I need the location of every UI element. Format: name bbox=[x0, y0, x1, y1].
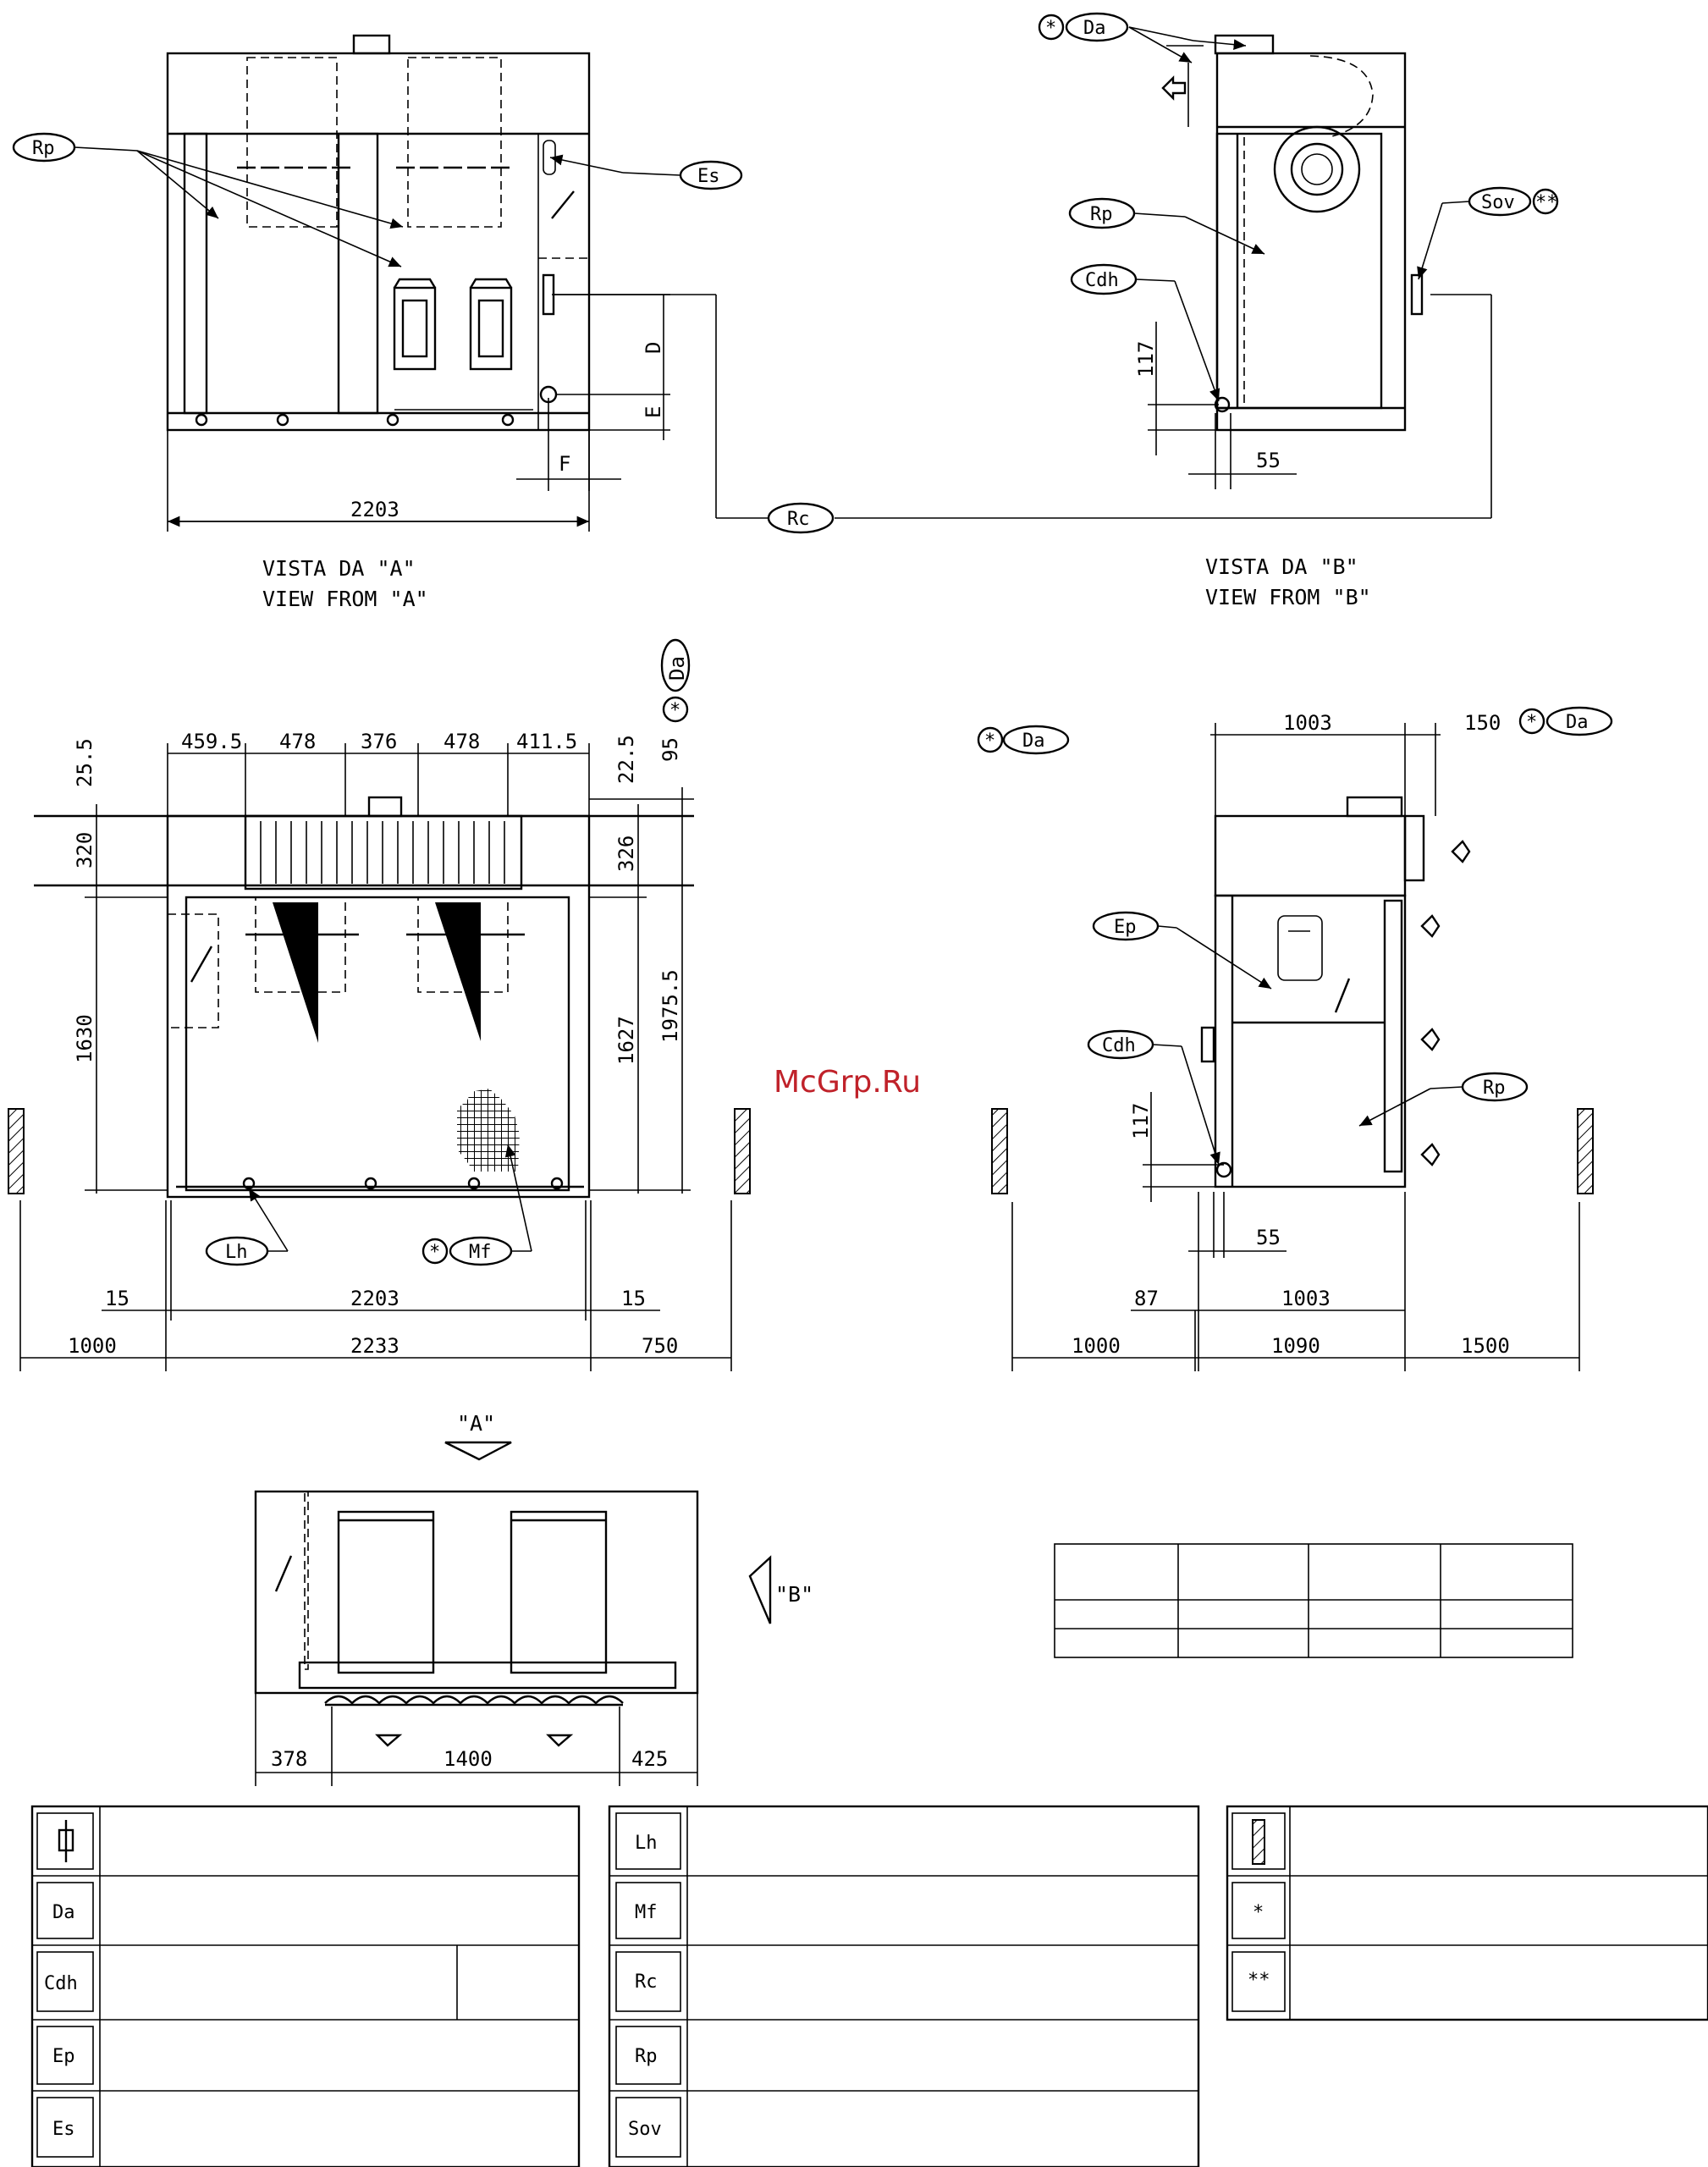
watermark: McGrp.Ru bbox=[774, 1065, 921, 1100]
legend-da: Da bbox=[52, 1902, 75, 1923]
legend-es: Es bbox=[52, 2119, 75, 2140]
dim-320: 320 bbox=[73, 832, 96, 868]
label-star-mf: * bbox=[429, 1242, 440, 1263]
caption-view-b-it: VISTA DA "B" bbox=[1205, 554, 1358, 579]
label-rp-side: Rp bbox=[1483, 1078, 1506, 1099]
legend-dstar: ** bbox=[1248, 1970, 1270, 1991]
caption-view-a-it: VISTA DA "A" bbox=[262, 556, 416, 581]
legend-sov: Sov bbox=[628, 2119, 662, 2140]
dim-top-5: 411.5 bbox=[516, 730, 577, 753]
label-star-side: * bbox=[984, 731, 995, 752]
dim-15-right: 15 bbox=[621, 1287, 646, 1310]
legend-rc: Rc bbox=[635, 1971, 658, 1993]
legend-grid bbox=[30, 1805, 1708, 2167]
dim-top-1: 459.5 bbox=[181, 730, 242, 753]
dim-1627: 1627 bbox=[614, 1016, 638, 1065]
legend-cdh: Cdh bbox=[44, 1973, 78, 1994]
dim-1400: 1400 bbox=[444, 1747, 493, 1771]
arrow-a-label: "A" bbox=[457, 1411, 495, 1436]
dim-1000-side: 1000 bbox=[1072, 1334, 1121, 1358]
label-dstar-b: ** bbox=[1535, 192, 1558, 213]
dim-1975-5: 1975.5 bbox=[658, 969, 682, 1043]
dim-750: 750 bbox=[642, 1334, 678, 1358]
dim-e: E bbox=[642, 406, 665, 418]
label-cdh-b: Cdh bbox=[1085, 270, 1119, 291]
dim-117-side: 117 bbox=[1129, 1103, 1153, 1139]
legend-rp: Rp bbox=[635, 2046, 658, 2067]
dim-f: F bbox=[559, 452, 570, 476]
dim-378: 378 bbox=[271, 1747, 307, 1771]
label-da-b: Da bbox=[1083, 18, 1106, 39]
dim-55-b: 55 bbox=[1256, 449, 1281, 472]
dim-2203-front: 2203 bbox=[350, 1287, 399, 1310]
side-elevation bbox=[977, 706, 1613, 1371]
dim-2233: 2233 bbox=[350, 1334, 399, 1358]
view-a bbox=[12, 34, 1492, 534]
caption-view-a-en: VIEW FROM "A" bbox=[262, 587, 428, 611]
label-ep: Ep bbox=[1114, 917, 1137, 938]
dim-1630: 1630 bbox=[73, 1014, 96, 1063]
dim-95: 95 bbox=[658, 737, 682, 762]
label-star-front: * bbox=[669, 700, 680, 721]
front-elevation bbox=[8, 638, 751, 1371]
dim-1500: 1500 bbox=[1461, 1334, 1510, 1358]
label-rp-b: Rp bbox=[1090, 204, 1113, 225]
label-mf: Mf bbox=[469, 1242, 492, 1263]
dim-top-2: 478 bbox=[279, 730, 316, 753]
label-es-a: Es bbox=[697, 166, 720, 187]
arrow-b-label: "B" bbox=[775, 1582, 813, 1607]
dim-150: 150 bbox=[1464, 711, 1501, 735]
dim-1000-front: 1000 bbox=[68, 1334, 117, 1358]
caption-view-b-en: VIEW FROM "B" bbox=[1205, 585, 1371, 609]
label-rc: Rc bbox=[787, 509, 810, 530]
label-cdh-side: Cdh bbox=[1102, 1035, 1136, 1056]
dim-22-5: 22.5 bbox=[614, 735, 638, 784]
label-da-front: Da bbox=[665, 656, 689, 681]
dim-1003-top: 1003 bbox=[1283, 711, 1332, 735]
dim-87: 87 bbox=[1134, 1287, 1159, 1310]
dim-55-side: 55 bbox=[1256, 1226, 1281, 1249]
dim-25-5: 25.5 bbox=[73, 738, 96, 787]
dim-1003: 1003 bbox=[1281, 1287, 1331, 1310]
dim-d: D bbox=[642, 342, 665, 354]
label-star-b: * bbox=[1045, 18, 1056, 39]
label-rp-a: Rp bbox=[32, 138, 55, 159]
dim-326: 326 bbox=[614, 835, 638, 872]
legend-star: * bbox=[1253, 1902, 1264, 1923]
dim-425: 425 bbox=[631, 1747, 668, 1771]
dim-2203-a: 2203 bbox=[350, 498, 399, 521]
plan-view bbox=[254, 1441, 772, 1786]
label-sov-b: Sov bbox=[1481, 192, 1515, 213]
label-da-side: Da bbox=[1022, 731, 1045, 752]
label-star-side-r: * bbox=[1526, 712, 1537, 733]
legend-mf: Mf bbox=[635, 1902, 658, 1923]
label-lh: Lh bbox=[225, 1242, 248, 1263]
legend-lh: Lh bbox=[635, 1833, 658, 1854]
dim-top-3: 376 bbox=[361, 730, 397, 753]
label-da-side-r: Da bbox=[1566, 712, 1589, 733]
dim-117-b: 117 bbox=[1134, 341, 1158, 378]
view-b bbox=[1038, 12, 1559, 489]
legend-ep: Ep bbox=[52, 2046, 75, 2067]
data-table-empty bbox=[1054, 1543, 1573, 1658]
dim-15-left: 15 bbox=[105, 1287, 129, 1310]
dim-1090: 1090 bbox=[1271, 1334, 1320, 1358]
dim-top-4: 478 bbox=[444, 730, 480, 753]
